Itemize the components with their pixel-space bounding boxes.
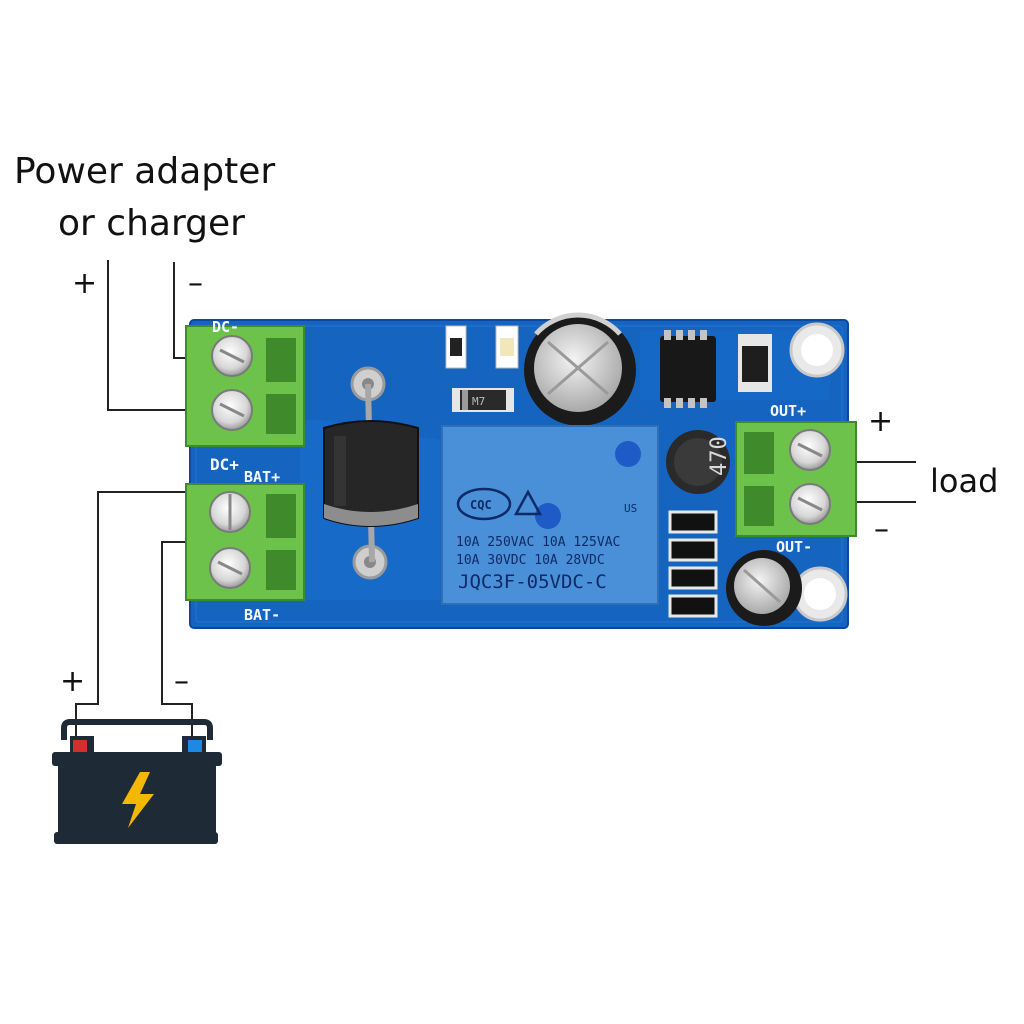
silk-dc-plus: DC+ xyxy=(210,455,239,474)
smd-diode-right xyxy=(738,334,772,392)
source-minus-sign: – xyxy=(188,266,203,301)
relay-dot xyxy=(535,503,561,529)
smd-diode: M7 xyxy=(452,388,514,412)
relay-model: JQC3F-05VDC-C xyxy=(458,571,607,593)
relay-cert-mark: CQC xyxy=(470,498,492,512)
battery-minus-sign: – xyxy=(174,664,189,699)
silk-out-minus: OUT- xyxy=(776,538,812,556)
smd-resistors xyxy=(668,510,718,618)
silk-bat-plus: BAT+ xyxy=(244,468,280,486)
relay: CQC US 10A 250VAC 10A 125VAC 10A 30VDC 1… xyxy=(441,425,659,605)
silk-dc-minus: DC- xyxy=(212,318,239,336)
terminal-out xyxy=(735,421,857,537)
source-label-line1: Power adapter xyxy=(14,151,276,192)
wire-source-minus xyxy=(173,262,190,359)
wire-battery-minus xyxy=(161,541,193,740)
relay-spec-line1: 10A 250VAC 10A 125VAC xyxy=(456,535,620,550)
battery-icon xyxy=(52,719,222,844)
relay-us-mark: US xyxy=(624,502,637,515)
inductor: 470 xyxy=(666,430,732,494)
source-label-line2: or charger xyxy=(58,203,245,244)
electrolytic-capacitor-large xyxy=(524,312,636,426)
ic-chip xyxy=(660,330,716,408)
relay-spec-line2: 10A 30VDC 10A 28VDC xyxy=(456,553,605,568)
smd-leds xyxy=(445,325,519,369)
inductor-label: 470 xyxy=(707,436,732,476)
source-plus-sign: + xyxy=(72,266,98,301)
load-plus-sign: + xyxy=(868,404,894,439)
load-label: load xyxy=(930,462,999,500)
wire-source-plus xyxy=(107,260,190,411)
load-minus-sign: – xyxy=(874,512,889,547)
power-diode xyxy=(323,366,419,580)
silk-out-plus: OUT+ xyxy=(770,402,806,420)
smd-diode-label: M7 xyxy=(472,395,485,408)
electrolytic-capacitor-small xyxy=(726,550,802,626)
relay-dot xyxy=(615,441,641,467)
wire-battery-plus xyxy=(75,491,190,740)
battery-plus-sign: + xyxy=(60,664,86,699)
silk-bat-minus: BAT- xyxy=(244,606,280,624)
terminal-dc xyxy=(185,325,305,447)
mounting-holes xyxy=(789,322,848,622)
terminal-bat xyxy=(185,483,305,601)
wires xyxy=(75,260,916,740)
lightning-bolt-icon xyxy=(122,772,154,828)
